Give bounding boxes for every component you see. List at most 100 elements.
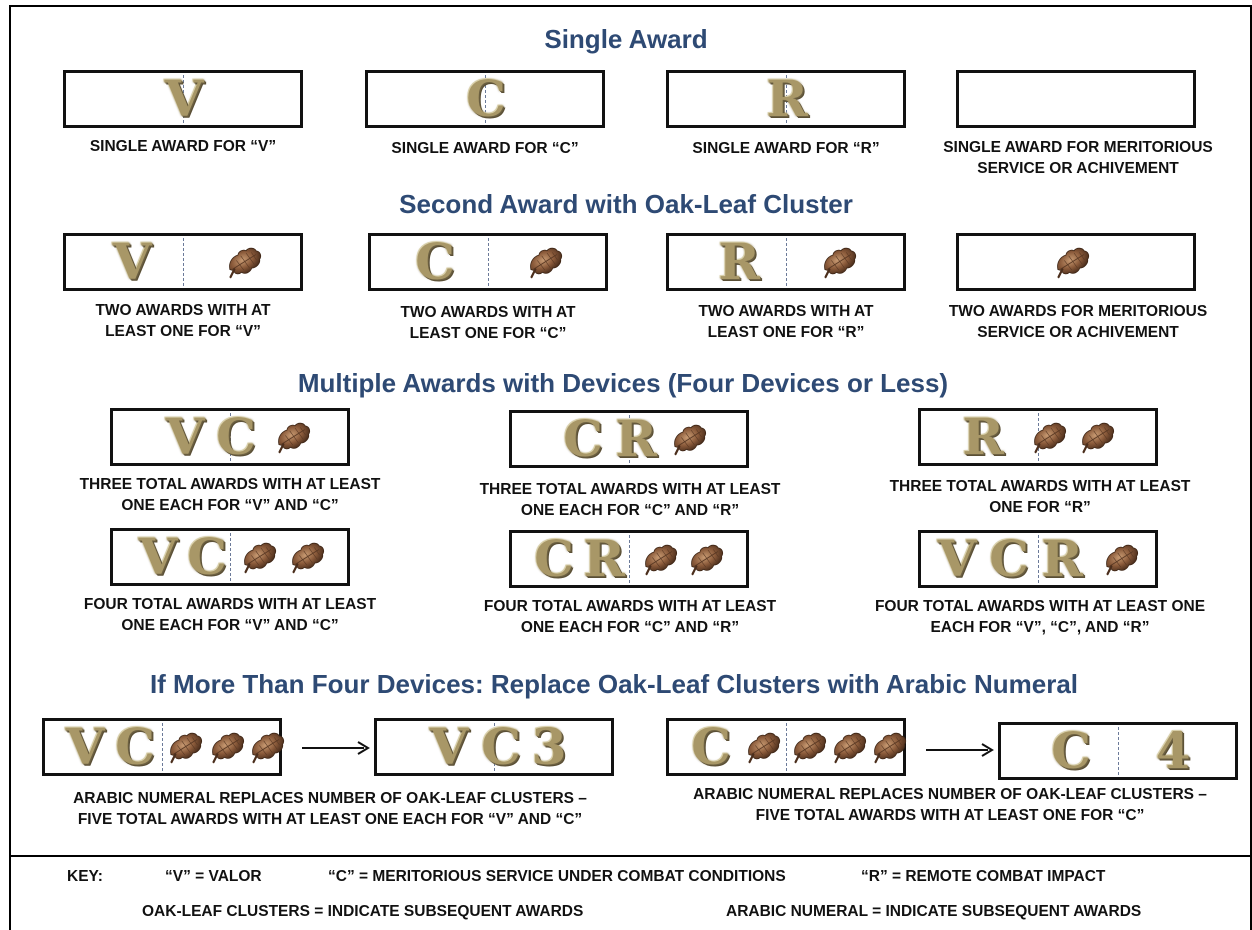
oak-leaf-cluster-icon (1073, 416, 1121, 458)
ribbon-three-r: R (918, 408, 1158, 466)
ribbon-second-c: C (368, 233, 608, 291)
device-letter-c: C (534, 529, 574, 588)
device-letter-r: R (962, 407, 1004, 466)
caption-four-vc: FOUR TOTAL AWARDS WITH AT LEAST ONE EACH… (83, 596, 377, 634)
oak-leaf-cluster-icon (1097, 538, 1145, 580)
device-letter-c: C (1051, 721, 1091, 780)
oak-leaf-cluster-icon (865, 726, 913, 768)
device-letter-r: R (583, 529, 625, 588)
device-letter-r: R (766, 69, 808, 128)
ribbon-divider (183, 75, 184, 123)
ribbon-divider (1038, 535, 1039, 583)
ribbon-divider (629, 415, 630, 463)
ribbon-four-vcr: V C R (918, 530, 1158, 588)
device-letter-v: V (138, 527, 178, 586)
device-letter-v: V (429, 717, 469, 776)
caption-four-cr: FOUR TOTAL AWARDS WITH AT LEAST ONE EACH… (483, 598, 777, 636)
oak-leaf-cluster-icon (739, 726, 787, 768)
oak-leaf-cluster-icon (636, 538, 684, 580)
oak-leaf-cluster-icon (269, 416, 317, 458)
oak-leaf-cluster-icon (235, 536, 283, 578)
device-numeral-3: 3 (531, 717, 567, 776)
device-letter-v: V (112, 232, 152, 291)
device-letter-r: R (1041, 529, 1083, 588)
ribbon-divider (488, 238, 489, 286)
oak-leaf-cluster-icon (220, 241, 268, 283)
caption-single-r: SINGLE AWARD FOR “R” (692, 140, 880, 157)
ribbon-second-r: R (666, 233, 906, 291)
device-letter-c: C (187, 527, 227, 586)
oak-leaf-cluster-icon (665, 418, 713, 460)
ribbon-five-vc-clusters: V C (42, 718, 282, 776)
ribbon-divider (230, 413, 231, 461)
ribbon-divider (629, 535, 630, 583)
arrow-right-icon (926, 743, 994, 757)
ribbon-single-r: R (666, 70, 906, 128)
key-divider (9, 855, 1252, 857)
key-valor: “V” = VALOR (165, 868, 262, 885)
section-title-multiple: Multiple Awards with Devices (Four Devic… (297, 368, 949, 398)
ribbon-single-v: V (63, 70, 303, 128)
ribbon-five-c-clusters: C (666, 718, 906, 776)
ribbon-three-cr: C R (509, 410, 749, 468)
diagram-frame (9, 5, 1252, 930)
arrow-right-icon (302, 741, 370, 755)
caption-second-v: TWO AWARDS WITH AT LEAST ONE FOR “V” (95, 302, 271, 340)
key-arabic-numeral: ARABIC NUMERAL = INDICATE SUBSEQUENT AWA… (726, 903, 1142, 920)
device-letter-v: V (65, 717, 105, 776)
oak-leaf-cluster-icon (283, 536, 331, 578)
device-letter-c: C (415, 232, 455, 291)
ribbon-divider (494, 723, 495, 771)
caption-single-c: SINGLE AWARD FOR “C” (391, 140, 579, 157)
caption-three-cr: THREE TOTAL AWARDS WITH AT LEAST ONE EAC… (479, 481, 781, 519)
device-letter-v: V (164, 69, 204, 128)
ribbon-four-cr: C R (509, 530, 749, 588)
device-letter-r: R (718, 232, 760, 291)
oak-leaf-cluster-icon (815, 241, 863, 283)
device-letter-c: C (466, 69, 506, 128)
device-letter-c: C (691, 717, 731, 776)
caption-five-c: ARABIC NUMERAL REPLACES NUMBER OF OAK-LE… (693, 786, 1207, 824)
device-letter-v: V (937, 529, 977, 588)
ribbon-four-vc: V C (110, 528, 350, 586)
device-numeral-4: 4 (1155, 721, 1191, 780)
device-letter-r: R (615, 409, 657, 468)
section-title-single: Single Award (544, 24, 708, 54)
section-title-more-than-four: If More Than Four Devices: Replace Oak-L… (149, 669, 1079, 699)
ribbon-second-v: V (63, 233, 303, 291)
caption-single-meritorious: SINGLE AWARD FOR MERITORIOUS SERVICE OR … (943, 139, 1213, 177)
ribbon-divider (786, 75, 787, 123)
device-letter-c: C (989, 529, 1029, 588)
key-remote-combat: “R” = REMOTE COMBAT IMPACT (861, 868, 1106, 885)
ribbon-divider (1118, 727, 1119, 775)
caption-four-vcr: FOUR TOTAL AWARDS WITH AT LEAST ONE EACH… (874, 598, 1206, 636)
device-letter-c: C (563, 409, 603, 468)
device-letter-v: V (165, 407, 205, 466)
caption-second-r: TWO AWARDS WITH AT LEAST ONE FOR “R” (698, 303, 874, 341)
oak-leaf-cluster-icon (1025, 416, 1073, 458)
ribbon-divider (230, 533, 231, 581)
device-letter-c: C (216, 407, 256, 466)
caption-three-vc: THREE TOTAL AWARDS WITH AT LEAST ONE EAC… (79, 476, 381, 514)
ribbon-divider (183, 238, 184, 286)
ribbon-single-meritorious (956, 70, 1196, 128)
ribbon-divider (485, 75, 486, 123)
ribbon-five-vc-numeral: V C 3 (374, 718, 614, 776)
caption-second-c: TWO AWARDS WITH AT LEAST ONE FOR “C” (400, 304, 576, 342)
ribbon-divider (786, 723, 787, 771)
ribbon-divider (162, 723, 163, 771)
key-oak-leaf-clusters: OAK-LEAF CLUSTERS = INDICATE SUBSEQUENT … (142, 903, 584, 920)
ribbon-divider (786, 238, 787, 286)
caption-second-meritorious: TWO AWARDS FOR MERITORIOUS SERVICE OR AC… (948, 303, 1208, 341)
oak-leaf-cluster-icon (682, 538, 730, 580)
caption-single-v: SINGLE AWARD FOR “V” (89, 138, 277, 155)
ribbon-five-c-numeral: C 4 (998, 722, 1238, 780)
key-meritorious-combat: “C” = MERITORIOUS SERVICE UNDER COMBAT C… (328, 868, 786, 885)
caption-five-vc: ARABIC NUMERAL REPLACES NUMBER OF OAK-LE… (73, 790, 587, 828)
device-letter-c: C (115, 717, 155, 776)
section-title-second: Second Award with Oak-Leaf Cluster (399, 189, 853, 219)
caption-three-r: THREE TOTAL AWARDS WITH AT LEAST ONE FOR… (889, 478, 1191, 516)
device-letter-c: C (481, 717, 521, 776)
oak-leaf-cluster-icon (521, 241, 569, 283)
ribbon-three-vc: V C (110, 408, 350, 466)
